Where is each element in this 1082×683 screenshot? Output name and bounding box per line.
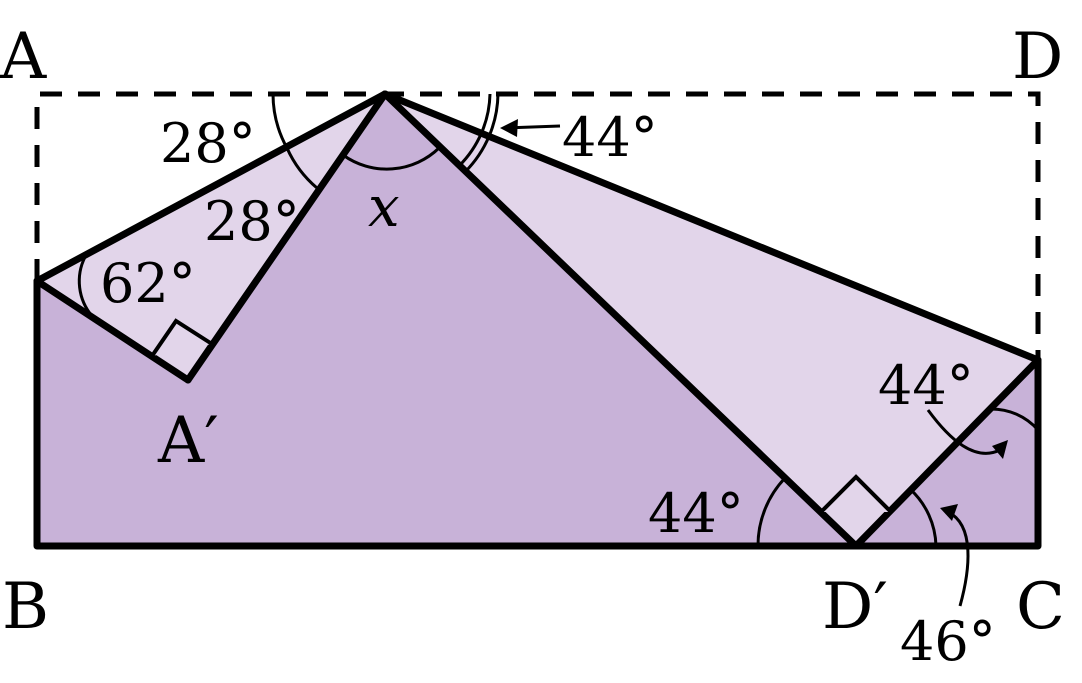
arc-x xyxy=(342,146,441,171)
label-D-prime: D′ xyxy=(822,570,888,644)
angle-label-fold-left: 28° xyxy=(204,190,300,253)
segment-top-to-dprime xyxy=(381,90,860,550)
right-angle-mark-dprime xyxy=(819,474,893,514)
segment-aprime-to-top xyxy=(184,90,389,384)
fold-line-left xyxy=(33,90,389,285)
angle-label-x: x xyxy=(368,175,400,240)
angle-label-top-right: 44° xyxy=(562,106,658,169)
arrowhead-44-right xyxy=(992,440,1008,459)
arc-top-right-44-inner xyxy=(457,93,492,168)
arrowhead-46 xyxy=(940,504,958,521)
fold-line-right xyxy=(381,90,1042,364)
arc-top-left-28 xyxy=(271,93,289,149)
arc-fold-left-28 xyxy=(285,147,318,190)
label-B: B xyxy=(2,570,49,644)
label-A: A xyxy=(0,20,47,94)
segment-dprime-to-right xyxy=(852,356,1042,550)
region-right-fold-light xyxy=(385,94,1038,546)
angle-label-bottom-right-dprime: 46° xyxy=(900,610,996,673)
arc-bottom-46 xyxy=(908,487,938,547)
arc-right-44 xyxy=(989,407,1040,432)
region-main-dark xyxy=(37,94,856,546)
arrowhead-44-top xyxy=(500,119,518,137)
arc-left-corner-62 xyxy=(77,256,94,317)
pointer-46 xyxy=(947,510,970,607)
angle-label-right-fold: 44° xyxy=(878,354,974,417)
dashed-original-edge xyxy=(34,91,1041,360)
arc-bottom-44 xyxy=(756,476,787,547)
pointer-44-right xyxy=(926,409,1001,455)
label-C: C xyxy=(1016,570,1065,644)
angle-label-left-corner: 62° xyxy=(100,252,196,315)
arc-top-right-44-outer xyxy=(463,93,500,174)
solid-outline xyxy=(33,277,1042,550)
angle-label-bottom-left-dprime: 44° xyxy=(648,482,744,545)
label-D: D xyxy=(1012,20,1063,94)
angle-label-top-left: 28° xyxy=(160,112,256,175)
right-angle-mark-aprime xyxy=(150,318,214,358)
label-A-prime: A′ xyxy=(157,404,219,478)
segment-left-corner-to-aprime xyxy=(33,277,192,384)
